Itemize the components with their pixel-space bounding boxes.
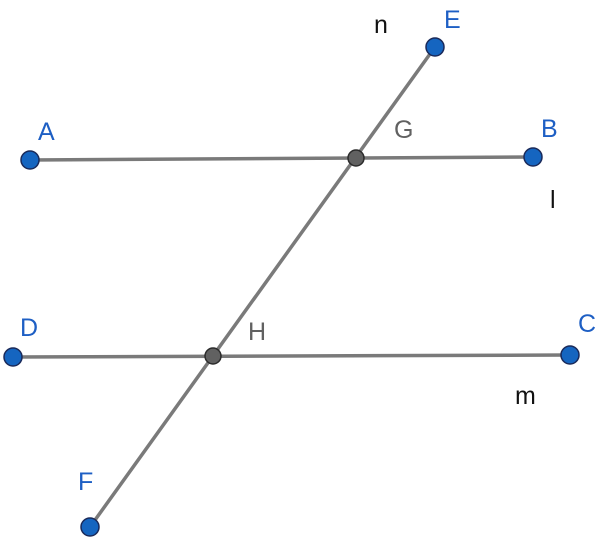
point-D <box>3 347 23 367</box>
point-label-H: H <box>248 318 266 346</box>
point-A <box>20 150 40 170</box>
point-label-C: C <box>578 310 596 338</box>
point-B <box>523 147 543 167</box>
segment-EF <box>88 45 437 529</box>
point-label-B: B <box>541 115 558 143</box>
line-label-n: n <box>374 11 388 39</box>
segment-DC <box>11 353 572 359</box>
points <box>3 37 580 537</box>
point-E <box>425 37 445 57</box>
segments <box>11 45 572 529</box>
point-H <box>204 347 222 365</box>
point-label-G: G <box>394 116 413 144</box>
point-label-A: A <box>38 118 55 146</box>
segment-AB <box>28 155 535 162</box>
point-label-F: F <box>78 468 93 496</box>
point-label-E: E <box>444 6 461 34</box>
point-label-D: D <box>20 314 38 342</box>
point-F <box>80 517 100 537</box>
line-label-l: l <box>550 186 556 214</box>
point-C <box>560 345 580 365</box>
line-label-m: m <box>515 382 536 410</box>
point-G <box>347 149 365 167</box>
labels: A B C D E F G H l m n <box>20 6 596 496</box>
